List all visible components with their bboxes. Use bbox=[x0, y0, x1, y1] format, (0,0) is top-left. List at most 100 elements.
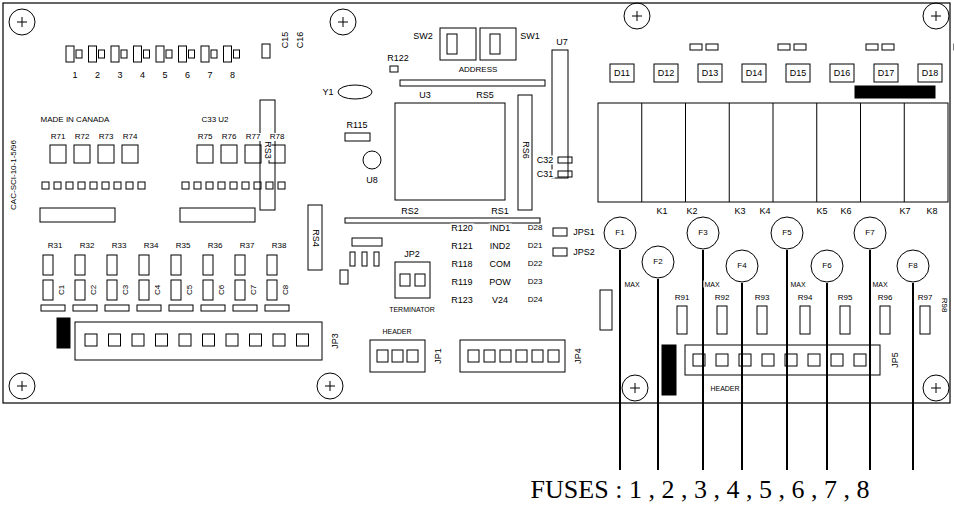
resistor-symbol bbox=[757, 306, 767, 334]
relay-divider bbox=[904, 103, 905, 202]
component-label: U3 bbox=[418, 91, 432, 100]
component-label: HEADER bbox=[709, 385, 740, 392]
switch-lever bbox=[447, 34, 457, 54]
fuse-outline bbox=[897, 250, 929, 282]
resistor-symbol bbox=[139, 255, 149, 275]
terminal-pin bbox=[179, 334, 191, 346]
relay-block bbox=[598, 103, 948, 202]
resistor-symbol bbox=[233, 305, 257, 311]
component-label: R94 bbox=[797, 294, 814, 302]
jumper-pin bbox=[415, 274, 425, 286]
component-label: RS3 bbox=[263, 140, 272, 160]
resistor-symbol bbox=[800, 306, 810, 334]
mounting-hole bbox=[624, 3, 650, 29]
pin-one-marker bbox=[57, 318, 70, 348]
resistor-symbol bbox=[350, 252, 355, 266]
component-label: R76 bbox=[221, 133, 238, 141]
led-outline bbox=[830, 64, 854, 82]
fuse-circle: F6 bbox=[810, 249, 844, 283]
resistor-symbol bbox=[203, 255, 213, 275]
resistor-symbol bbox=[234, 50, 240, 58]
leader-line bbox=[741, 283, 743, 470]
component-label: 5 bbox=[161, 71, 168, 80]
relay-divider bbox=[729, 103, 730, 202]
component-label: D17 bbox=[877, 69, 896, 78]
component-label: R75 bbox=[197, 133, 214, 141]
component-label: RS6 bbox=[521, 140, 530, 160]
resistor-symbol bbox=[840, 306, 850, 334]
component-label: SW1 bbox=[519, 32, 541, 41]
component-label: C4 bbox=[154, 284, 162, 296]
diode-symbol bbox=[242, 182, 249, 189]
mounting-hole bbox=[923, 375, 949, 401]
resistor-symbol bbox=[76, 50, 82, 58]
component-label: C2 bbox=[90, 284, 98, 296]
resistor-symbol bbox=[43, 255, 53, 275]
terminal-pin bbox=[484, 350, 495, 362]
fuse-circle: F3 bbox=[686, 216, 720, 250]
resistor-symbol bbox=[122, 145, 138, 163]
component-label: C5 bbox=[186, 284, 194, 296]
component-label: MAX bbox=[703, 281, 720, 288]
component-label: R122 bbox=[386, 54, 410, 63]
resistor-symbol bbox=[66, 46, 74, 62]
fuse-name: F4 bbox=[737, 262, 746, 270]
component-label: R92 bbox=[714, 294, 731, 302]
component-label: JP3 bbox=[331, 332, 340, 350]
resistor-symbol bbox=[197, 145, 213, 163]
component-label: K3 bbox=[733, 207, 746, 216]
resistor-symbol bbox=[41, 305, 65, 311]
diode-symbol bbox=[194, 182, 201, 189]
capacitor-symbol bbox=[340, 270, 348, 284]
fuse-name: F2 bbox=[653, 258, 662, 266]
capacitor-symbol bbox=[267, 280, 277, 300]
component-label: C32 bbox=[536, 156, 555, 165]
relay-divider bbox=[816, 103, 817, 202]
component-label: C3 bbox=[122, 284, 130, 296]
terminal-pin bbox=[156, 334, 168, 346]
jumper-pads bbox=[553, 248, 567, 256]
dip-switch bbox=[480, 28, 516, 60]
fuse-circle: F4 bbox=[725, 249, 759, 283]
header-pin bbox=[392, 350, 403, 362]
diode-symbol bbox=[206, 182, 213, 189]
component-label: CAC-SCI-10-1-5/96 bbox=[10, 139, 18, 211]
fuse-outline bbox=[687, 217, 719, 249]
component-label: R115 bbox=[346, 121, 369, 130]
header-block bbox=[370, 340, 425, 372]
diode-symbol bbox=[278, 182, 285, 189]
resistor-symbol bbox=[74, 145, 90, 163]
terminal-pin bbox=[548, 350, 559, 362]
component-label: R73 bbox=[98, 133, 115, 141]
resistor-symbol bbox=[156, 46, 164, 62]
component-label: R31 bbox=[47, 242, 64, 250]
diode-symbol bbox=[230, 182, 237, 189]
component-label: D18 bbox=[921, 69, 940, 78]
marking-bar bbox=[855, 86, 935, 98]
fuse-circle: F1 bbox=[603, 216, 637, 250]
terminal-block bbox=[685, 345, 880, 375]
component-label: 8 bbox=[229, 71, 236, 80]
component-label: R33 bbox=[111, 242, 128, 250]
relay-divider bbox=[860, 103, 861, 202]
terminal-pin bbox=[516, 350, 527, 362]
led-outline bbox=[786, 64, 810, 82]
hole-cross bbox=[637, 11, 638, 21]
mounting-hole bbox=[330, 9, 356, 35]
terminal-pin bbox=[226, 334, 238, 346]
leader-line bbox=[826, 283, 828, 470]
fuse-outline bbox=[771, 217, 803, 249]
component-label: K1 bbox=[655, 207, 668, 216]
fuse-circle: F2 bbox=[641, 245, 675, 279]
leader-line bbox=[657, 279, 659, 470]
terminal-pin bbox=[854, 354, 866, 366]
terminal-pin bbox=[468, 350, 479, 362]
component-label: R36 bbox=[207, 242, 224, 250]
fuse-outline bbox=[854, 217, 886, 249]
resistor-network bbox=[518, 95, 532, 210]
resistor-symbol bbox=[144, 50, 150, 58]
component-label: POW bbox=[488, 278, 512, 287]
component-label: MAX bbox=[789, 281, 806, 288]
component-label: ADDRESS bbox=[458, 66, 499, 74]
